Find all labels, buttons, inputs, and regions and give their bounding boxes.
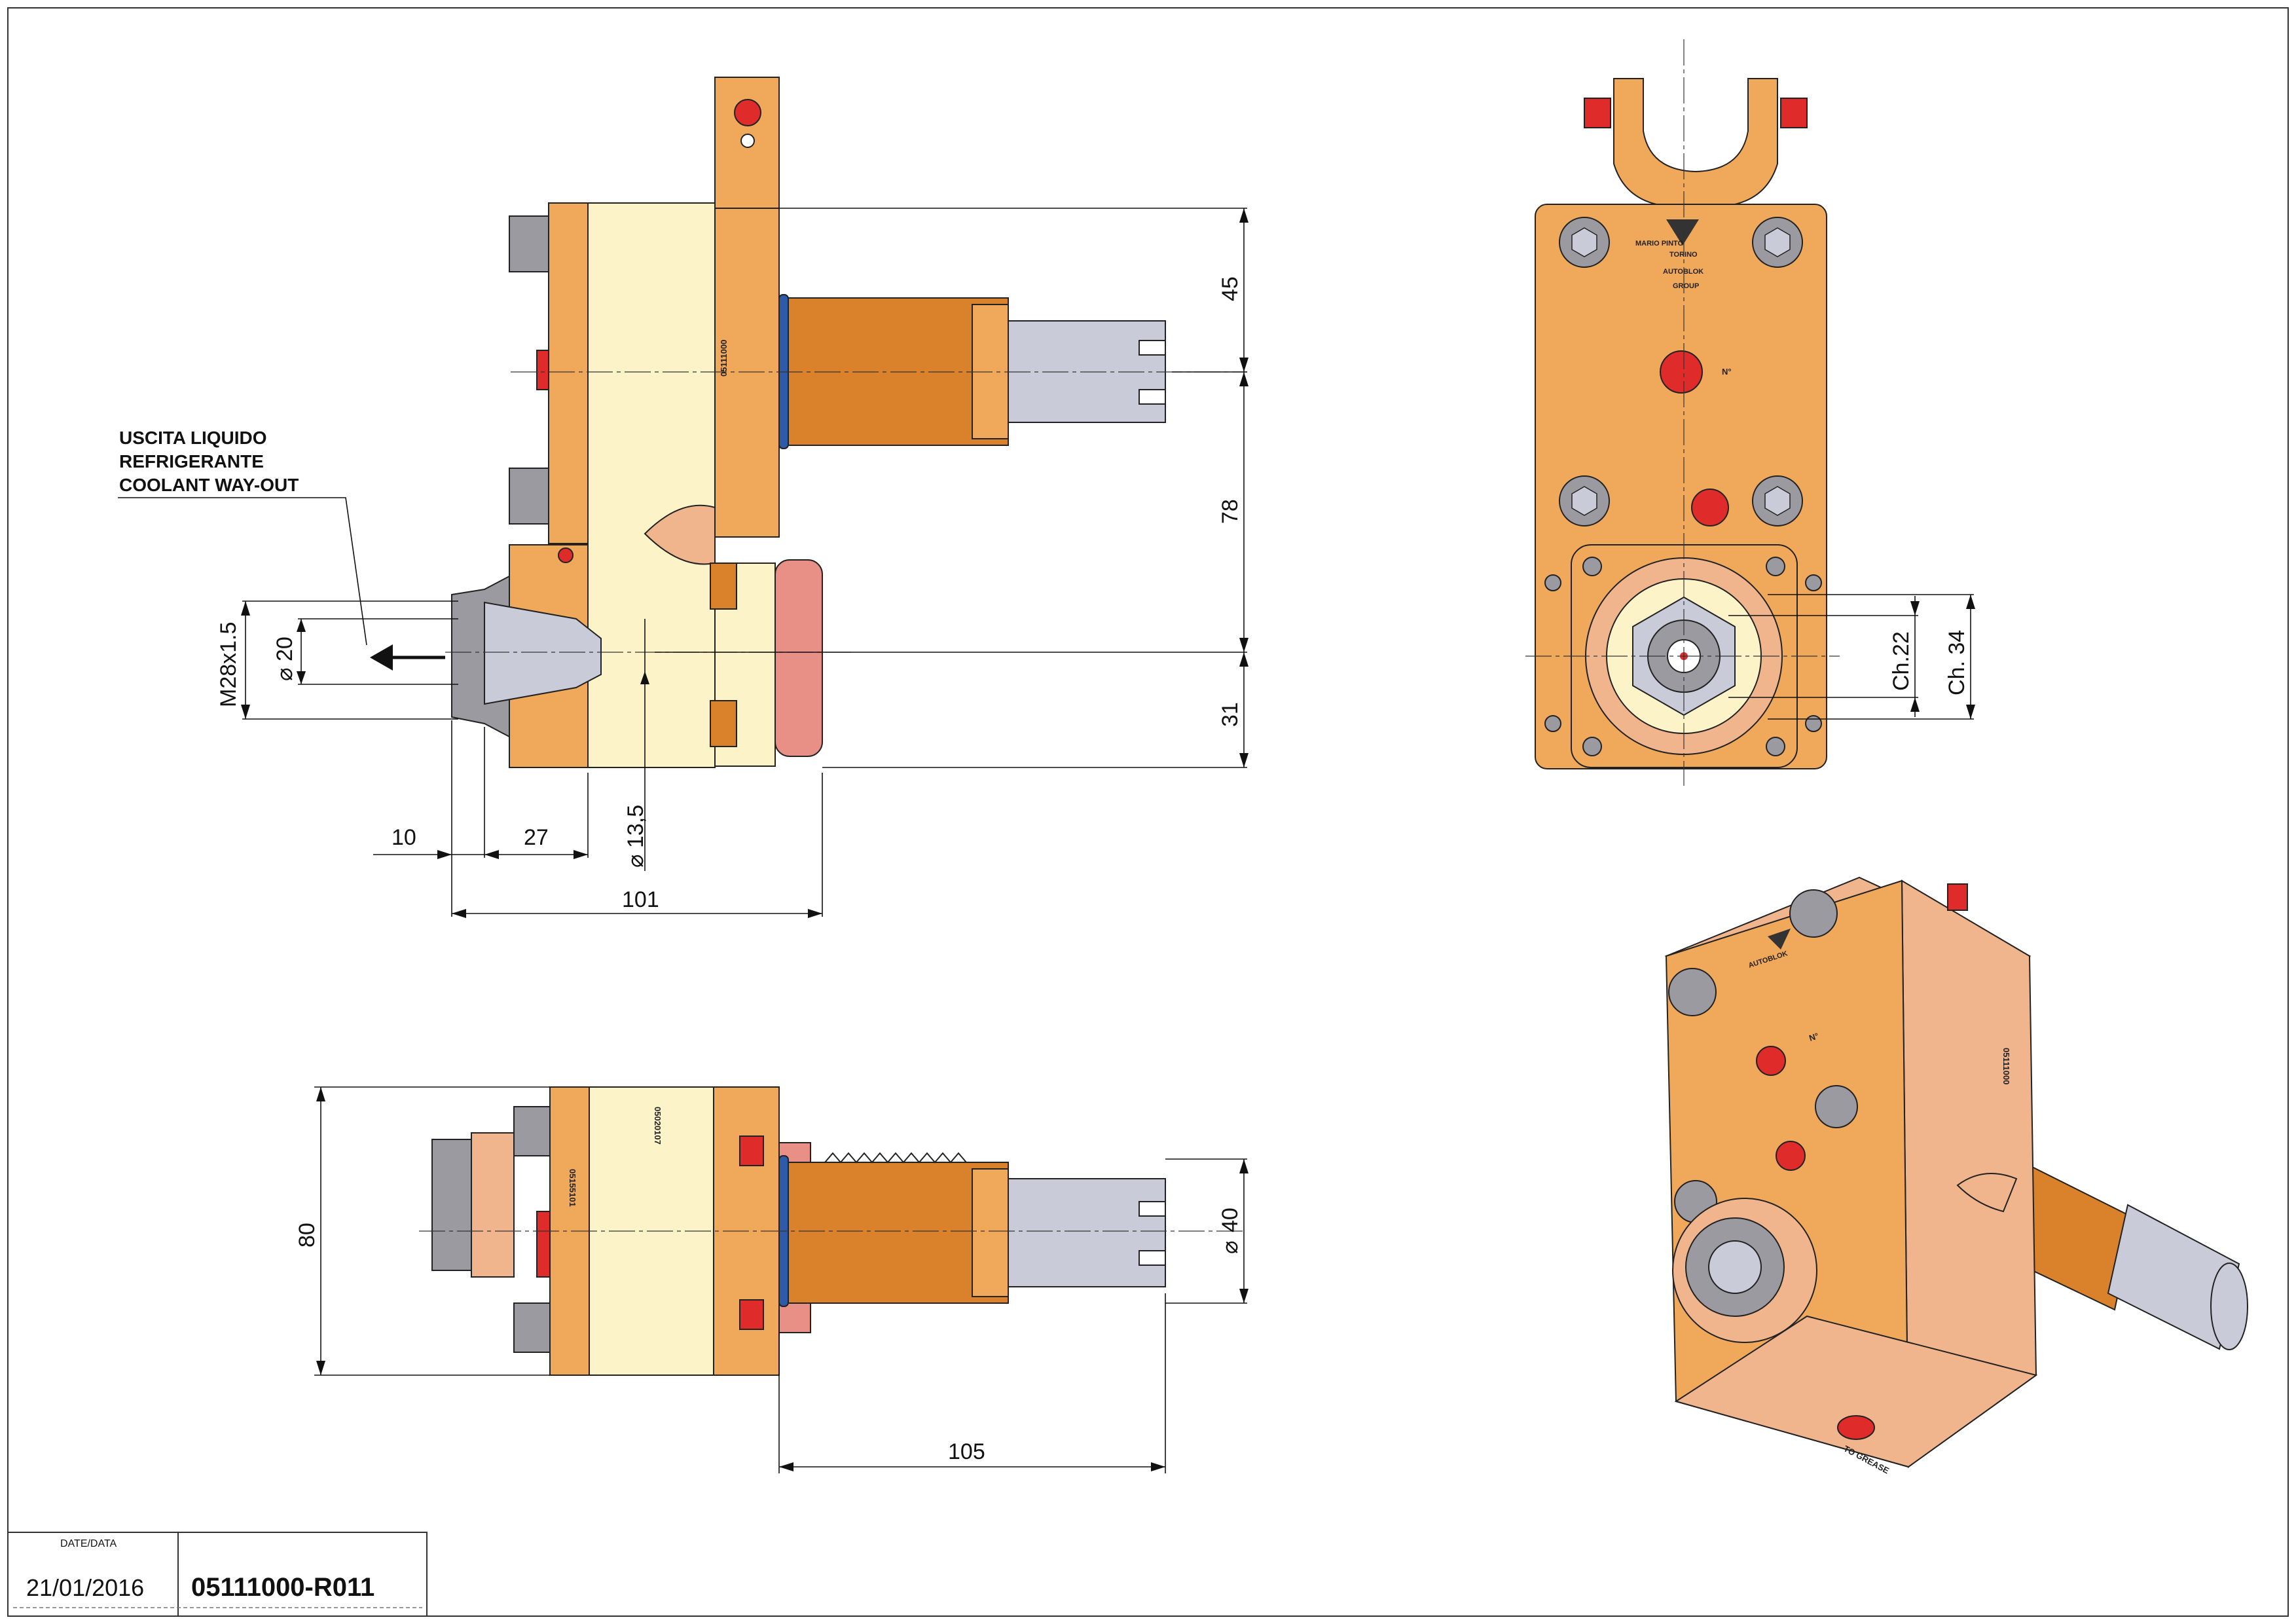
dim-front-flats [1728,594,1975,720]
dim-78: 78 [1218,499,1243,524]
top-spline-slot-1 [1139,1201,1166,1217]
iso-number-label: N° [1808,1031,1820,1043]
top-red-plug [536,1211,551,1278]
front-red-cap-top [1660,350,1703,394]
side-flange-bolt-1 [509,215,549,272]
top-nut [431,1139,472,1271]
dim-45: 45 [1218,276,1243,301]
drawing-number: 05111000-R011 [191,1573,374,1602]
side-left-flange [548,202,589,544]
dim-101: 101 [622,887,659,912]
top-collar [471,1132,515,1278]
dim-ch34: Ch. 34 [1944,630,1969,695]
dim-m28: M28x1.5 [216,622,241,707]
brand-logo-icon [1666,219,1699,246]
coolant-note-line3: COOLANT WAY-OUT [119,475,299,495]
dim-vertical-right [655,208,1248,768]
dim-31: 31 [1218,702,1243,727]
dim-105: 105 [948,1439,985,1464]
top-bolt-2 [513,1302,551,1353]
side-drive-insert-bot [710,700,737,747]
iso-shaft-end [2210,1263,2248,1350]
front-red-nut-right [1780,98,1808,128]
dim-dia40: 40 [1218,1208,1243,1232]
dim-top-view [314,1086,1248,1473]
side-red-plug [536,350,549,390]
dim-dia20-symbol: ⌀ [272,668,297,681]
dim-bottom-horizontal [373,619,823,918]
dim-dia20: 20 [272,637,297,661]
iso-hex-bolt-icon [1789,889,1838,938]
iso-grease-port [1837,1415,1875,1440]
coolant-leader [118,497,367,646]
dim-ch22: Ch.22 [1889,631,1914,691]
iso-coolant-tip [1956,1173,2018,1213]
brand-text-3: AUTOBLOK [1663,268,1704,276]
dim-10: 10 [392,825,416,850]
side-spline-slot-2 [1139,389,1166,405]
top-view: 05155101 05020107 80 ⌀ 40 105 [295,1086,1248,1473]
top-shaft-thread [824,1152,967,1164]
bracket-hole-icon [740,134,755,148]
dim-80: 80 [295,1223,319,1247]
side-drive-insert-top [710,563,737,610]
iso-view: TO GREASE AUTOBLOK N° 05111000 [1664,876,2248,1476]
iso-part-code: 05111000 [2001,1048,2011,1084]
side-salmon-disc [774,559,823,757]
iso-shaft-spline [2107,1204,2240,1350]
iso-bottom-face [1674,1315,2038,1468]
bracket-screw-icon [734,99,761,126]
front-view: MARIO PINTO TORINO AUTOBLOK GROUP N° [1525,39,1975,786]
side-view: 05111000 45 78 31 [118,77,1248,918]
front-number-label: N° [1722,367,1732,377]
dim-left-diameters [241,600,458,720]
brand-text-1: MARIO PINTO [1635,240,1684,248]
coolant-note-line1: USCITA LIQUIDO [119,428,267,448]
side-coolant-tip [644,504,716,565]
date-value: 21/01/2016 [26,1574,144,1601]
side-main-column [714,208,780,538]
side-spline-slot-1 [1139,340,1166,356]
top-shaft-spline [1008,1178,1166,1287]
front-corner-bolts [1559,217,1803,526]
date-label: DATE/DATA [60,1538,117,1549]
front-flange-screws [1544,557,1822,756]
iso-red-cap-2 [1776,1141,1806,1171]
front-red-cap-mid [1691,489,1729,526]
top-part-code-1: 05155101 [568,1169,577,1207]
sheet-border [7,7,2289,1617]
title-block-frame [7,1532,428,1617]
brand-text-4: GROUP [1673,282,1699,290]
iso-red-nut [1947,883,1968,911]
front-fork-bracket [1613,78,1778,205]
title-block: DATE/DATA 21/01/2016 05111000-R011 [7,1532,428,1617]
side-red-screw-icon [558,547,574,563]
side-housing [587,202,716,768]
front-red-nut-left [1584,98,1611,128]
iso-hex-bolt-icon [1815,1085,1858,1128]
top-red-screw-1 [739,1135,764,1166]
side-part-code: 05111000 [719,340,729,377]
side-flange-bolt-2 [509,468,549,525]
coolant-arrow-head [370,644,393,671]
top-red-screw-2 [739,1299,764,1330]
iso-hex-bolt-icon [1668,968,1717,1016]
iso-red-cap [1756,1046,1786,1076]
iso-brand-logo-icon [1768,929,1791,950]
dim-27: 27 [524,825,549,850]
side-tool-cone [484,601,602,705]
top-part-code-2: 05020107 [653,1107,663,1145]
dim-dia13-symbol: ⌀ [623,855,648,868]
dim-13-5: 13,5 [623,805,648,848]
coolant-note-line2: REFRIGERANTE [119,451,264,471]
top-shaft-collar [972,1168,1009,1297]
top-bolt-1 [513,1106,551,1156]
dim-dia40-symbol: ⌀ [1218,1241,1243,1254]
iso-collet-inner [1708,1240,1762,1294]
top-spline-slot-2 [1139,1250,1166,1266]
